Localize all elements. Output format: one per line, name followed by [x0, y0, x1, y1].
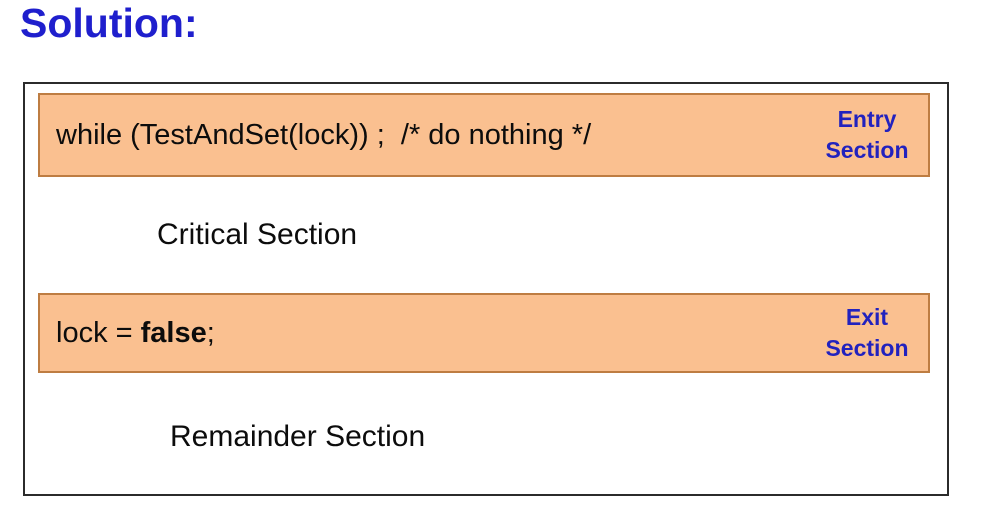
entry-code: while (TestAndSet(lock)) ; /* do nothing… [56, 118, 592, 151]
remainder-section-label: Remainder Section [170, 420, 426, 453]
exit-code-prefix: lock = [56, 316, 141, 349]
exit-code: lock = false; [40, 317, 928, 350]
exit-code-suffix: ; [206, 316, 215, 349]
program-outline-box: while (TestAndSet(lock)) ; /* do nothing… [23, 82, 949, 496]
slide-title: Solution: [20, 0, 198, 46]
entry-section-label: Entry Section [825, 105, 909, 163]
exit-section-label: Exit Section [825, 303, 909, 361]
exit-section-box: lock = false; Exit Section [38, 293, 930, 373]
entry-section-box: while (TestAndSet(lock)) ; /* do nothing… [38, 93, 930, 177]
critical-section-label: Critical Section [157, 218, 358, 251]
exit-code-keyword: false [140, 316, 207, 349]
